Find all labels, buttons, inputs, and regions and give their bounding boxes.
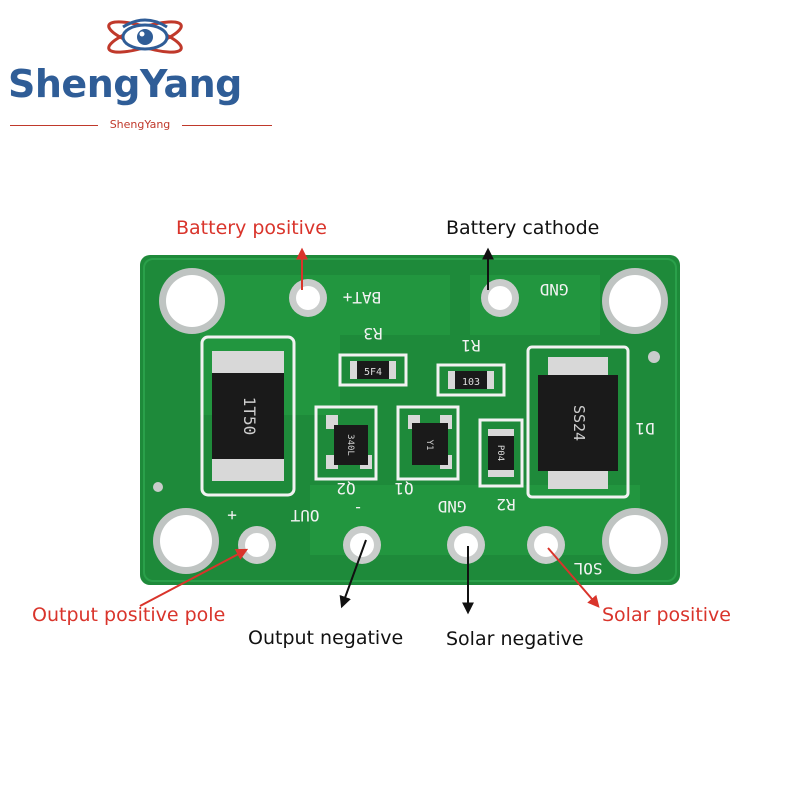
label-solar-negative: Solar negative: [446, 628, 584, 650]
silk-bat-plus: BAT+: [343, 288, 382, 307]
arrow-output-negative: [339, 539, 367, 609]
pad-out-minus: [343, 526, 381, 564]
label-battery-cathode: Battery cathode: [446, 217, 600, 239]
silk-out: OUT: [290, 506, 319, 525]
silk-r3: R3: [363, 324, 382, 343]
silk-r1: R1: [461, 336, 480, 355]
r2-marking: P04: [495, 445, 505, 461]
resistor-r3: 5F4: [338, 353, 408, 387]
diode-d1: SS24: [526, 345, 630, 499]
inductor-marking: 1T50: [240, 397, 259, 436]
silk-sol: SOL: [574, 559, 603, 578]
inductor: 1T50: [200, 335, 296, 497]
arrow-output-positive: [139, 548, 249, 607]
silk-plus: +: [227, 506, 237, 525]
brand-name: ShengYang: [8, 62, 242, 106]
q1-marking: Y1: [424, 440, 434, 451]
silk-d1: D1: [635, 419, 654, 438]
label-output-positive-pole: Output positive pole: [32, 604, 226, 626]
diode-marking: SS24: [570, 405, 588, 441]
pad-sol-minus: [447, 526, 485, 564]
label-battery-positive: Battery positive: [176, 217, 327, 239]
r1-marking: 103: [462, 377, 480, 388]
pad-out-plus: [238, 526, 276, 564]
mounting-hole-top-left: [159, 268, 225, 334]
pcb-board: 1T50 SS24 5F4 103 P04 340L: [140, 255, 680, 585]
silk-q1: Q1: [394, 479, 413, 498]
silk-q2: Q2: [336, 479, 355, 498]
mounting-hole-bottom-left: [153, 508, 219, 574]
r3-marking: 5F4: [364, 367, 382, 378]
transistor-q1: Y1: [396, 405, 460, 481]
label-output-negative: Output negative: [248, 627, 404, 649]
transistor-q2: 340L: [314, 405, 378, 481]
pad-gnd-top: [481, 279, 519, 317]
mounting-hole-top-right: [602, 268, 668, 334]
pad-sol-plus: [527, 526, 565, 564]
brand-logo: [95, 5, 195, 65]
eye-orbit-logo-icon: [107, 18, 183, 54]
arrow-solar-positive: [547, 547, 600, 608]
label-solar-positive: Solar positive: [602, 604, 731, 626]
silk-minus: -: [353, 499, 363, 518]
resistor-r2: P04: [478, 418, 524, 488]
brand-rule-right: [182, 125, 272, 126]
q2-marking: 340L: [345, 434, 355, 456]
silk-r2: R2: [496, 495, 515, 514]
mounting-hole-bottom-right: [602, 508, 668, 574]
silk-gnd-bottom: GND: [438, 497, 467, 516]
brand-tagline: ShengYang: [109, 118, 171, 131]
brand-rule-left: [10, 125, 98, 126]
resistor-r1: 103: [436, 363, 506, 397]
pad-bat-plus: [289, 279, 327, 317]
silk-gnd-top: GND: [540, 280, 569, 299]
